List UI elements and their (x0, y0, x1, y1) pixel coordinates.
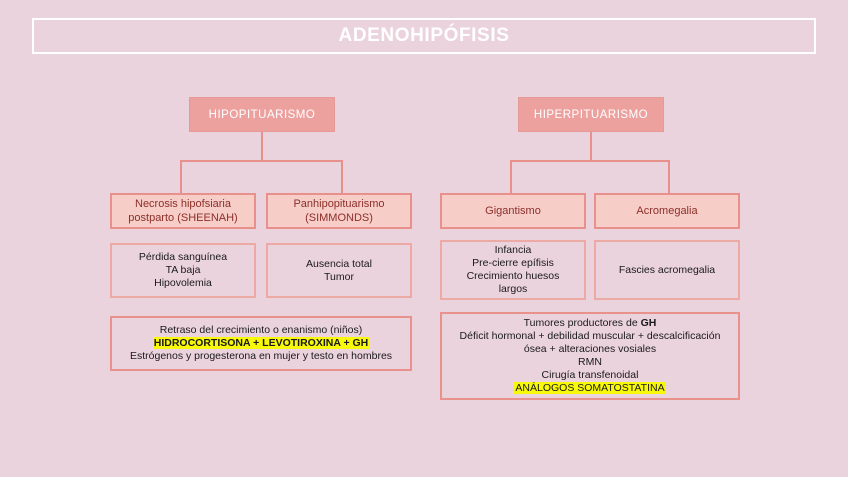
text-line: Fascies acromegalia (618, 263, 716, 276)
node-necrosis-hipofisiaria[interactable]: Necrosis hipofsiaria postparto (SHEENAH) (110, 193, 256, 229)
connector-right-child2-drop (668, 160, 670, 194)
text-line: (SIMMONDS) (305, 212, 373, 224)
text-line: postparto (SHEENAH) (128, 212, 238, 224)
text-line: Necrosis hipofsiaria (135, 198, 231, 210)
text-line: Acromegalia (636, 205, 698, 217)
connector-left-child1-drop (180, 160, 182, 194)
node-gigantismo-label: Gigantismo (485, 204, 541, 218)
text-line: Gigantismo (485, 205, 541, 217)
node-panhipopituarismo-label: Panhipopituarismo (SIMMONDS) (293, 197, 384, 225)
feature-list: Ausencia total Tumor (306, 258, 372, 284)
text-line: Tumor (324, 270, 354, 283)
connector-left-horizontal (180, 160, 343, 162)
node-hipopituarismo[interactable]: HIPOPITUARISMO (189, 97, 335, 132)
node-gigantismo-features: Infancia Pre-cierre epífisis Crecimiento… (440, 240, 586, 300)
node-necrosis-features: Pérdida sanguínea TA baja Hipovolemia (110, 243, 256, 298)
feature-list: Infancia Pre-cierre epífisis Crecimiento… (467, 244, 560, 296)
text-line: Pre-cierre epífisis (472, 257, 554, 269)
connector-right-horizontal (510, 160, 670, 162)
text-line: ósea + alteraciones vosiales (523, 343, 657, 355)
node-panhipopituarismo[interactable]: Panhipopituarismo (SIMMONDS) (266, 193, 412, 229)
feature-list: Pérdida sanguínea TA baja Hipovolemia (139, 251, 227, 290)
text-line: TA baja (165, 264, 201, 276)
node-hiperpituarismo-label: HIPERPITUARISMO (533, 108, 649, 121)
node-left-treatment: Retraso del crecimiento o enanismo (niño… (110, 316, 412, 371)
text-line: Retraso del crecimiento o enanismo (niño… (159, 324, 363, 336)
highlight-text: HIDROCORTISONA + LEVOTIROXINA + GH (152, 337, 370, 349)
page-title: ADENOHIPÓFISIS (338, 25, 510, 46)
text-line: Déficit hormonal + debilidad muscular + … (459, 330, 721, 342)
text-line: Cirugía transfenoidal (541, 369, 639, 381)
treatment-prefix: Tumores productores de (523, 317, 641, 329)
node-panhipopituarismo-features: Ausencia total Tumor (266, 243, 412, 298)
connector-left-child2-drop (341, 160, 343, 194)
connector-right-root-stem (590, 132, 592, 161)
page-title-box: ADENOHIPÓFISIS (32, 18, 816, 54)
text-line: Hipovolemia (154, 277, 212, 289)
treatment-lines: Tumores productores de GH Déficit hormon… (459, 317, 721, 395)
treatment-lines: Retraso del crecimiento o enanismo (niño… (130, 324, 392, 363)
node-necrosis-hipofisiaria-label: Necrosis hipofsiaria postparto (SHEENAH) (128, 197, 237, 225)
feature-list: Fascies acromegalia (619, 264, 715, 277)
node-gigantismo[interactable]: Gigantismo (440, 193, 586, 229)
text-line: Ausencia total (306, 257, 372, 270)
text-line-highlight: HIDROCORTISONA + LEVOTIROXINA + GH (130, 337, 392, 350)
highlight-text: ANÁLOGOS SOMATOSTATINA (514, 382, 666, 394)
node-right-treatment: Tumores productores de GH Déficit hormon… (440, 312, 740, 400)
text-line: Tumores productores de GH (460, 317, 721, 330)
connector-left-root-stem (261, 132, 263, 161)
node-acromegalia[interactable]: Acromegalia (594, 193, 740, 229)
text-line: Estrógenos y progesterona en mujer y tes… (129, 350, 393, 362)
node-hiperpituarismo[interactable]: HIPERPITUARISMO (518, 97, 664, 132)
treatment-bold-gh: GH (640, 317, 657, 329)
text-line: largos (498, 283, 528, 295)
text-line: RMN (578, 356, 602, 368)
text-line: Panhipopituarismo (293, 198, 385, 210)
node-acromegalia-features: Fascies acromegalia (594, 240, 740, 300)
node-hipopituarismo-label: HIPOPITUARISMO (208, 108, 316, 121)
node-acromegalia-label: Acromegalia (636, 204, 697, 218)
text-line: Crecimiento huesos (466, 270, 560, 282)
text-line: Infancia (494, 244, 532, 256)
text-line: Pérdida sanguínea (138, 251, 228, 263)
text-line-highlight: ANÁLOGOS SOMATOSTATINA (460, 382, 721, 395)
connector-right-child1-drop (510, 160, 512, 194)
